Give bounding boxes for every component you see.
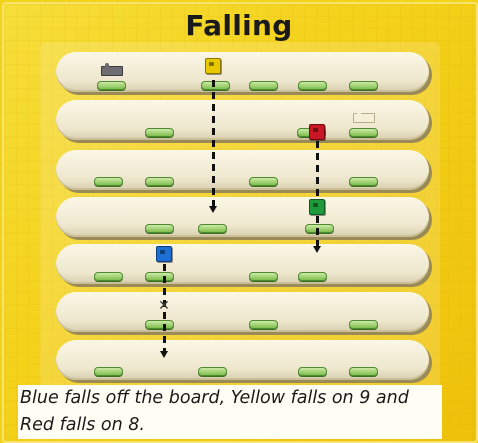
red-fall-path xyxy=(316,216,319,246)
ledge xyxy=(249,177,278,186)
arrow-down-icon xyxy=(313,246,321,253)
red-fall-path xyxy=(316,141,319,197)
robot-yellow xyxy=(205,58,221,74)
ledge xyxy=(298,272,327,281)
ledge xyxy=(145,272,174,281)
ledge xyxy=(145,177,174,186)
ledge xyxy=(94,177,123,186)
ledge xyxy=(249,320,278,329)
ledge xyxy=(145,224,174,233)
yellow-fall-path xyxy=(212,80,215,206)
ledge xyxy=(198,367,227,376)
ledge xyxy=(349,81,378,90)
ledge xyxy=(349,320,378,329)
ledge xyxy=(349,177,378,186)
ledge xyxy=(349,367,378,376)
ledge xyxy=(94,272,123,281)
ledge xyxy=(349,128,378,137)
caption: Blue falls off the board, Yellow falls o… xyxy=(18,385,442,439)
ledge xyxy=(298,81,327,90)
robot-red xyxy=(309,124,325,140)
board-row-4 xyxy=(56,197,429,237)
ledge xyxy=(198,224,227,233)
ledge xyxy=(145,128,174,137)
cross-icon: ✕ xyxy=(156,298,172,314)
robot-blue xyxy=(156,246,172,262)
arrow-down-icon xyxy=(160,351,168,358)
ledge xyxy=(249,272,278,281)
robot-green xyxy=(309,199,325,215)
ledge xyxy=(94,367,123,376)
arrow-down-icon xyxy=(209,206,217,213)
ledge xyxy=(305,224,334,233)
ledge xyxy=(97,81,126,90)
ledge xyxy=(145,320,174,329)
ledge xyxy=(249,81,278,90)
tile-icon-dark xyxy=(101,66,123,76)
tile-icon-light xyxy=(353,113,375,123)
ledge xyxy=(298,367,327,376)
page-title: Falling xyxy=(0,8,478,44)
ledge xyxy=(201,81,230,90)
